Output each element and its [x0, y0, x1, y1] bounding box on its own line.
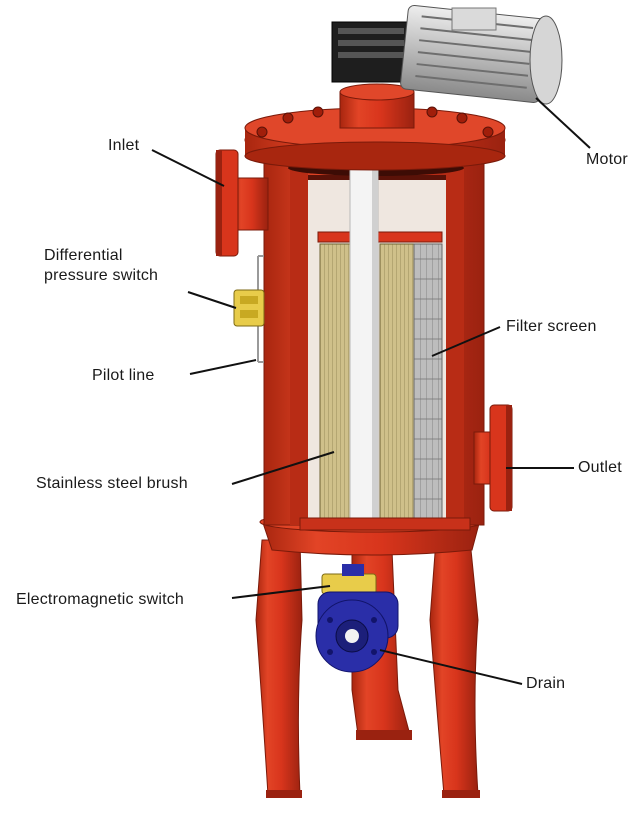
leader-filter-screen: [431, 326, 501, 357]
label-differential-pressure-switch: Differential pressure switch: [44, 246, 214, 286]
label-drain: Drain: [526, 675, 566, 692]
label-pilot-line: Pilot line: [92, 367, 155, 384]
leader-pilot-line: [189, 359, 257, 375]
motor-end-cap: [529, 15, 563, 105]
leader-motor: [535, 97, 591, 149]
stainless-steel-brush-mesh: [319, 243, 351, 525]
leg-right-foot: [442, 790, 480, 798]
motor-terminal-box: [451, 7, 497, 31]
filter-screen-grid: [413, 243, 443, 525]
leg-left-foot: [266, 790, 302, 798]
outlet-nozzle: [473, 404, 513, 512]
leader-electromagnetic-switch: [231, 585, 331, 599]
drain-valve: [315, 591, 399, 673]
leader-drain: [379, 649, 523, 685]
screen-bottom-ring: [299, 517, 471, 531]
label-motor: Motor: [586, 151, 628, 168]
differential-pressure-switch: [233, 255, 265, 363]
label-diff-switch-line2: pressure switch: [44, 267, 159, 284]
leader-diff-switch: [187, 291, 237, 309]
inlet-nozzle: [215, 149, 269, 257]
label-diff-switch-line1: Differential: [44, 247, 123, 264]
housing-inner-wall-right: [446, 165, 464, 525]
label-stainless-steel-brush: Stainless steel brush: [36, 475, 188, 492]
label-electromagnetic-switch: Electromagnetic switch: [16, 591, 185, 608]
housing-inner-wall-left: [290, 165, 308, 525]
motor: [331, 5, 563, 105]
leg-center-foot: [356, 730, 412, 740]
label-outlet: Outlet: [578, 459, 622, 476]
filter-screen-inner: [379, 243, 415, 525]
label-filter-screen: Filter screen: [506, 318, 597, 335]
leg-left: [255, 539, 303, 796]
label-inlet: Inlet: [108, 137, 140, 154]
electromagnetic-switch: [321, 564, 377, 595]
top-flange-bottom: [244, 141, 506, 171]
brush-shaft-shadow: [372, 168, 378, 528]
leader-inlet: [151, 149, 225, 187]
leader-lines: [151, 97, 591, 685]
leader-stainless-brush: [231, 451, 335, 485]
motor-pedestal-top: [339, 83, 415, 101]
screen-top-ring: [317, 231, 443, 243]
